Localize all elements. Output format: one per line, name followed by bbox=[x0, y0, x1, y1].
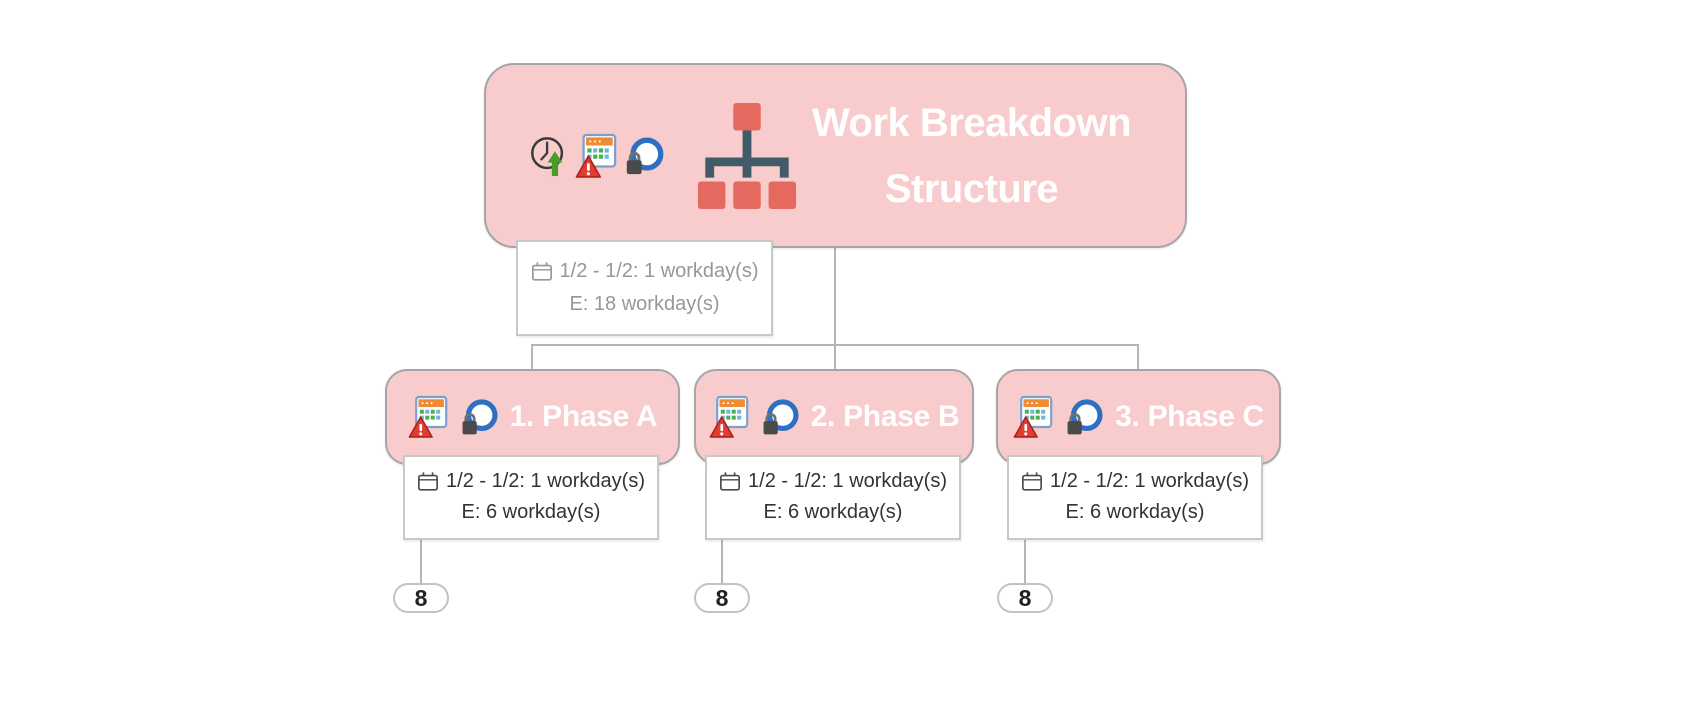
phase-a-resource-badge[interactable]: 8 bbox=[393, 583, 449, 613]
phase-b-resource-count: 8 bbox=[715, 584, 729, 611]
connector-badge-phase-a bbox=[420, 538, 422, 585]
calendar-outline-icon bbox=[531, 261, 553, 283]
phase-c-resource-badge[interactable]: 8 bbox=[997, 583, 1053, 613]
phase-c-schedule-effort: E: 6 workday(s) bbox=[1065, 501, 1205, 523]
connector-drop-phase-c bbox=[1137, 344, 1139, 371]
lock-sync-icon bbox=[458, 396, 500, 438]
phase-c-schedule-label[interactable]: 1/2 - 1/2: 1 workday(s) E: 6 workday(s) bbox=[1007, 455, 1263, 540]
connector-badge-phase-c bbox=[1024, 538, 1026, 585]
root-status-icons bbox=[528, 133, 666, 179]
root-title-line2: Structure bbox=[884, 166, 1059, 211]
phase-a-resource-count: 8 bbox=[414, 584, 428, 611]
phase-c-title: 3. Phase C bbox=[1115, 400, 1264, 433]
phase-b-schedule-effort: E: 6 workday(s) bbox=[763, 501, 903, 523]
phase-b-schedule-dates: 1/2 - 1/2: 1 workday(s) bbox=[707, 466, 959, 497]
phase-b-schedule-duration: 1/2 - 1/2: 1 workday(s) bbox=[748, 470, 947, 492]
lock-sync-icon bbox=[759, 396, 801, 438]
calendar-outline-icon bbox=[719, 471, 741, 493]
phase-a-schedule-label[interactable]: 1/2 - 1/2: 1 workday(s) E: 6 workday(s) bbox=[403, 455, 659, 540]
phase-b-node[interactable]: 2. Phase B bbox=[694, 369, 974, 465]
connector-drop-phase-a bbox=[531, 344, 533, 371]
wbs-chart-icon bbox=[696, 101, 798, 211]
phase-a-title: 1. Phase A bbox=[509, 400, 658, 433]
phase-c-schedule-dates: 1/2 - 1/2: 1 workday(s) bbox=[1009, 466, 1261, 497]
lock-sync-icon bbox=[1063, 396, 1105, 438]
root-schedule-label[interactable]: 1/2 - 1/2: 1 workday(s) E: 18 workday(s) bbox=[516, 240, 773, 336]
root-schedule-effort: E: 18 workday(s) bbox=[569, 293, 720, 315]
phase-c-resource-count: 8 bbox=[1018, 584, 1032, 611]
lock-sync-icon bbox=[622, 134, 666, 178]
phase-a-schedule-duration: 1/2 - 1/2: 1 workday(s) bbox=[446, 470, 645, 492]
root-schedule-duration: 1/2 - 1/2: 1 workday(s) bbox=[559, 260, 759, 282]
calendar-warning-icon bbox=[408, 395, 448, 439]
calendar-outline-icon bbox=[417, 471, 439, 493]
root-title-line1: Work Breakdown bbox=[812, 100, 1132, 145]
calendar-warning-icon bbox=[1013, 395, 1053, 439]
phase-a-schedule-dates: 1/2 - 1/2: 1 workday(s) bbox=[405, 466, 657, 497]
root-topic-title: Work Breakdown Structure bbox=[798, 90, 1159, 222]
phase-a-node[interactable]: 1. Phase A bbox=[385, 369, 680, 465]
connector-drop-phase-b bbox=[834, 344, 836, 371]
root-topic-node[interactable]: Work Breakdown Structure bbox=[484, 63, 1187, 248]
connector-badge-phase-b bbox=[721, 538, 723, 585]
phase-c-node[interactable]: 3. Phase C bbox=[996, 369, 1281, 465]
phase-c-schedule-duration: 1/2 - 1/2: 1 workday(s) bbox=[1050, 470, 1249, 492]
root-schedule-dates: 1/2 - 1/2: 1 workday(s) bbox=[518, 255, 771, 288]
phase-b-title: 2. Phase B bbox=[810, 400, 960, 433]
calendar-outline-icon bbox=[1021, 471, 1043, 493]
connector-root-stem bbox=[834, 248, 836, 345]
phase-a-schedule-effort: E: 6 workday(s) bbox=[461, 501, 601, 523]
calendar-warning-icon bbox=[575, 133, 617, 179]
phase-b-resource-badge[interactable]: 8 bbox=[694, 583, 750, 613]
clock-rollup-icon bbox=[528, 133, 570, 179]
calendar-warning-icon bbox=[709, 395, 749, 439]
phase-b-schedule-label[interactable]: 1/2 - 1/2: 1 workday(s) E: 6 workday(s) bbox=[705, 455, 961, 540]
